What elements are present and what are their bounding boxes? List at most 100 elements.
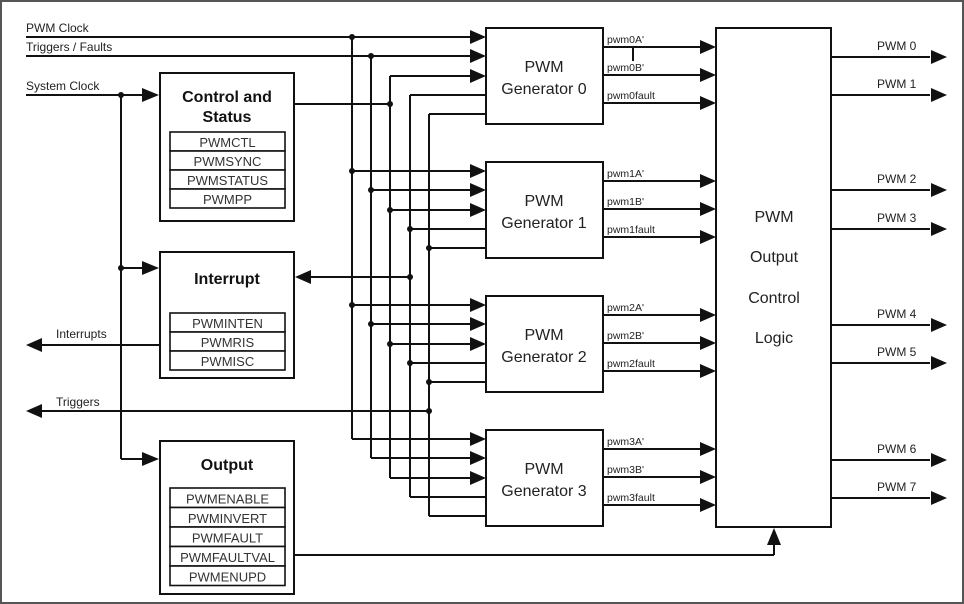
junction-dot: [387, 207, 393, 213]
junction-dot: [368, 321, 374, 327]
generator-subtitle: Generator 0: [501, 81, 586, 98]
pwm-output-label: PWM 5: [877, 345, 917, 359]
arrow-icon: [931, 491, 947, 505]
arrow-icon: [700, 308, 716, 322]
generator-signal-label: pwm0fault: [607, 90, 655, 102]
pwm-output-label: PWM 6: [877, 442, 917, 456]
output-control-logic-block: PWM Output Control Logic: [715, 27, 832, 528]
generator-signal-label: pwm3A': [607, 436, 644, 448]
generator-signal-label: pwm1B': [607, 196, 644, 208]
generator-signal-label: pwm2B': [607, 330, 644, 342]
generator-signal-label: pwm0B': [607, 62, 644, 74]
arrow-icon: [700, 96, 716, 110]
register-name: PWMINTEN: [192, 316, 263, 331]
arrow-icon: [700, 470, 716, 484]
triggers-label: Triggers: [56, 395, 100, 409]
junction-dot: [426, 245, 432, 251]
junction-dot: [349, 34, 355, 40]
arrow-icon: [931, 318, 947, 332]
generator-subtitle: Generator 2: [501, 349, 586, 366]
generator-signal-label: pwm1A': [607, 168, 644, 180]
arrow-icon: [700, 174, 716, 188]
arrow-icon: [142, 88, 159, 102]
arrow-icon: [470, 164, 486, 178]
triggers-faults-label: Triggers / Faults: [26, 40, 112, 54]
register-name: PWMFAULTVAL: [180, 550, 275, 565]
arrow-icon: [295, 270, 311, 284]
arrow-icon: [470, 317, 486, 331]
ocl-line-4: Logic: [755, 330, 793, 347]
arrow-icon: [470, 183, 486, 197]
register-name: PWMISC: [201, 354, 254, 369]
left-outputs: Interrupts Triggers: [26, 327, 432, 418]
output-control-logic-box: [715, 27, 832, 528]
generator-box: [485, 295, 604, 393]
arrow-icon: [931, 453, 947, 467]
register-name: PWMINVERT: [188, 511, 267, 526]
generator-subtitle: Generator 3: [501, 483, 586, 500]
pwm-output-label: PWM 3: [877, 211, 917, 225]
generator-title: PWM: [524, 327, 563, 344]
register-name: PWMENUPD: [189, 570, 266, 585]
arrow-icon: [931, 183, 947, 197]
arrow-icon: [931, 222, 947, 236]
pwm-output-label: PWM 4: [877, 307, 917, 321]
arrow-icon: [700, 230, 716, 244]
arrow-icon: [470, 30, 486, 44]
generator-signal-label: pwm3B': [607, 464, 644, 476]
arrow-icon: [470, 337, 486, 351]
control-status-title-1: Control and: [182, 89, 272, 106]
generator-signal-label: pwm2A': [607, 302, 644, 314]
junction-dot: [407, 360, 413, 366]
arrow-icon: [700, 442, 716, 456]
arrow-icon: [470, 298, 486, 312]
arrow-icon: [931, 50, 947, 64]
generator-box: [485, 429, 604, 527]
arrow-icon: [700, 364, 716, 378]
arrow-icon: [700, 68, 716, 82]
register-name: PWMPP: [203, 192, 252, 207]
register-name: PWMCTL: [199, 135, 255, 150]
generator-subtitle: Generator 1: [501, 215, 586, 232]
control-status-block: Control and Status PWMCTLPWMSYNCPWMSTATU…: [159, 72, 295, 222]
generator-signal-label: pwm0A': [607, 34, 644, 46]
register-name: PWMRIS: [201, 335, 255, 350]
arrow-icon: [931, 356, 947, 370]
arrow-icon: [931, 88, 947, 102]
pwm-output-label: PWM 2: [877, 172, 917, 186]
junction-dot: [349, 302, 355, 308]
generator-box: [485, 161, 604, 259]
arrow-icon: [470, 451, 486, 465]
register-name: PWMENABLE: [186, 492, 269, 507]
arrow-icon: [700, 202, 716, 216]
arrow-icon: [470, 69, 486, 83]
pwm-output-label: PWM 1: [877, 77, 917, 91]
input-signals: PWM Clock Triggers / Faults System Clock: [26, 21, 486, 466]
pwm-clock-label: PWM Clock: [26, 21, 90, 35]
arrow-icon: [700, 40, 716, 54]
register-name: PWMSYNC: [194, 154, 262, 169]
signal-buses: [349, 34, 430, 516]
arrow-icon: [767, 528, 781, 545]
ocl-line-3: Control: [748, 290, 800, 307]
generator-box: [485, 27, 604, 125]
output-block: Output PWMENABLEPWMINVERTPWMFAULTPWMFAUL…: [159, 440, 295, 595]
arrow-icon: [26, 404, 42, 418]
arrow-icon: [142, 452, 159, 466]
pwm-output-label: PWM 0: [877, 39, 917, 53]
junction-dot: [426, 379, 432, 385]
register-name: PWMFAULT: [192, 531, 263, 546]
generator-title: PWM: [524, 461, 563, 478]
arrow-icon: [470, 49, 486, 63]
junction-dot: [368, 53, 374, 59]
junction-dot: [387, 341, 393, 347]
register-cell: [169, 350, 286, 371]
ocl-line-1: PWM: [754, 209, 793, 226]
interrupt-block: Interrupt PWMINTEN PWMRIS PWMISC: [159, 251, 295, 379]
interrupt-title: Interrupt: [194, 271, 260, 288]
